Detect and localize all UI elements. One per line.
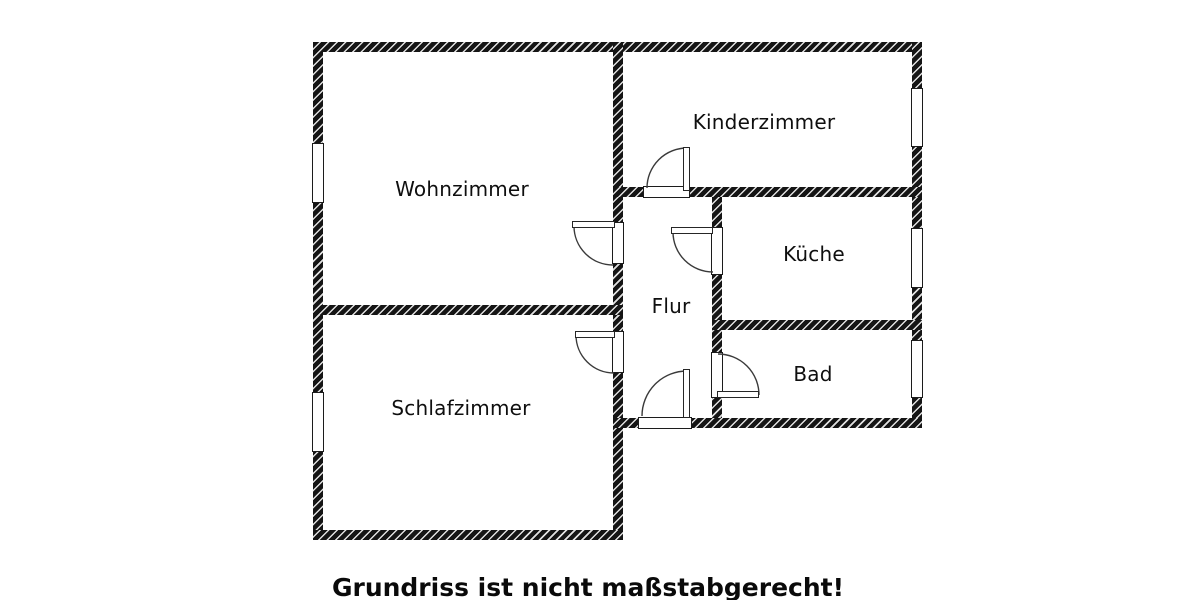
- wall-wohnzimmer-schlafzimmer: [313, 305, 623, 315]
- door-arc-entrance: [641, 370, 688, 417]
- window-kueche: [911, 228, 923, 288]
- door-arc-kinderzimmer: [646, 147, 688, 189]
- wall-bottom-right: [613, 418, 922, 428]
- window-wohnzimmer: [312, 143, 324, 203]
- door-leaf-schlafzimmer: [575, 331, 615, 338]
- door-leaf-entrance: [683, 369, 690, 418]
- wall-flur-right: [712, 197, 722, 428]
- room-label-bad: Bad: [793, 362, 833, 386]
- door-opening-kueche: [711, 227, 723, 275]
- window-schlafzimmer: [312, 392, 324, 452]
- door-arc-schlafzimmer: [575, 334, 615, 374]
- room-label-schlafzimmer: Schlafzimmer: [391, 396, 531, 420]
- door-leaf-bad: [717, 391, 759, 398]
- wall-kinderzimmer-bottom: [613, 187, 922, 197]
- wall-left: [313, 42, 323, 540]
- door-opening-entrance: [638, 417, 692, 429]
- room-label-flur: Flur: [651, 294, 691, 318]
- scale-disclaimer-caption: Grundriss ist nicht maßstabgerecht!: [331, 573, 845, 600]
- door-arc-bad: [717, 353, 760, 396]
- wall-bottom-left: [313, 530, 623, 540]
- wall-center-vertical: [613, 42, 623, 540]
- door-arc-kueche: [672, 231, 714, 273]
- room-label-wohnzimmer: Wohnzimmer: [395, 177, 529, 201]
- room-label-kinderzimmer: Kinderzimmer: [692, 110, 836, 134]
- door-leaf-wohnzimmer: [572, 221, 615, 228]
- window-kinderzimmer: [911, 88, 923, 147]
- wall-kueche-bad-divider: [712, 320, 922, 330]
- room-label-kueche: Küche: [783, 242, 845, 266]
- door-leaf-kinderzimmer: [683, 147, 690, 191]
- door-arc-wohnzimmer: [573, 225, 614, 266]
- door-leaf-kueche: [671, 227, 713, 234]
- door-opening-wohnzimmer: [612, 222, 624, 264]
- window-bad: [911, 340, 923, 398]
